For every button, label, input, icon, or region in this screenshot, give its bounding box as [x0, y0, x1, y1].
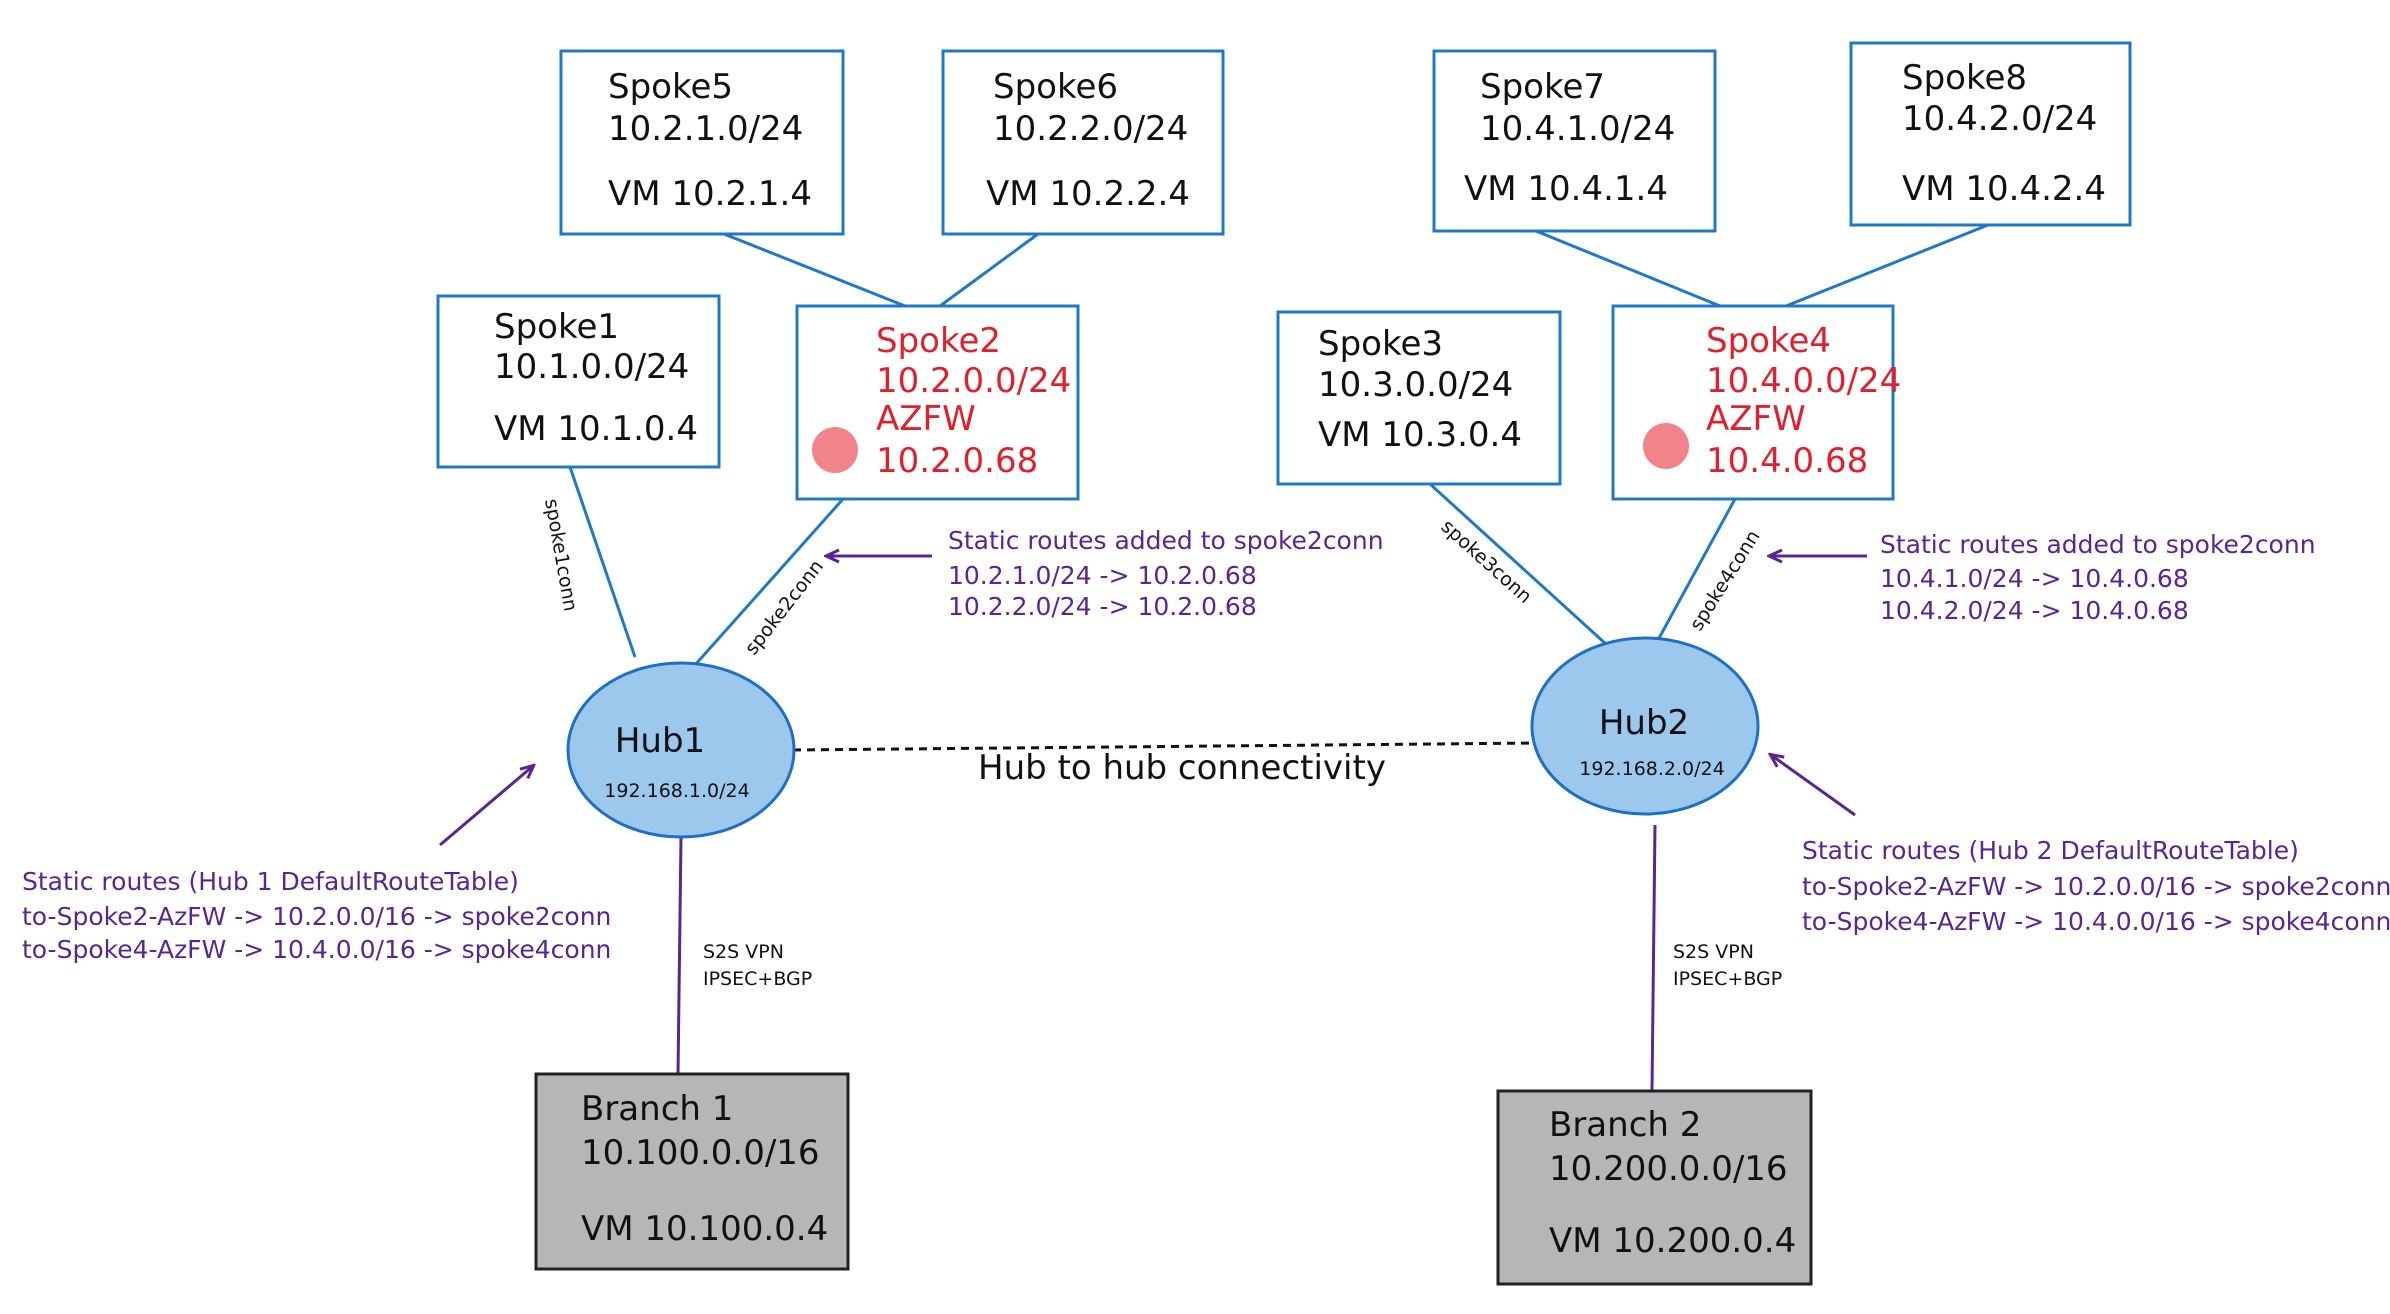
hub-link-label: Hub to hub connectivity: [978, 748, 1386, 788]
hub1-name: Hub1: [615, 721, 705, 761]
hub2-name: Hub2: [1599, 703, 1689, 743]
spoke7-prefix: 10.4.1.0/24: [1480, 109, 1675, 149]
hub2-routes-note: Static routes (Hub 2 DefaultRouteTable) …: [1802, 836, 2390, 936]
spoke2-routes-title: Static routes added to spoke2conn: [948, 526, 1384, 555]
spoke4-name: Spoke4: [1706, 321, 1831, 361]
link-spoke3-hub2: [1428, 482, 1609, 647]
branch2-prefix: 10.200.0.0/16: [1549, 1149, 1788, 1189]
spoke2-routes-note: Static routes added to spoke2conn 10.2.1…: [948, 526, 1384, 621]
hub2-route-1: to-Spoke2-AzFW -> 10.2.0.0/16 -> spoke2c…: [1802, 872, 2390, 901]
spoke5-vm: VM 10.2.1.4: [608, 174, 812, 214]
spoke1-connection-label: spoke1conn: [540, 497, 581, 613]
spoke3-connection-label: spoke3conn: [1437, 515, 1536, 608]
branch2-vm: VM 10.200.0.4: [1549, 1221, 1796, 1261]
branch2-box: Branch 2 10.200.0.0/16 VM 10.200.0.4: [1496, 1089, 1813, 1286]
link-spoke5-spoke2: [723, 232, 906, 308]
spoke2-connection-label: spoke2conn: [741, 556, 828, 659]
spoke4-connection-label: spoke4conn: [1686, 526, 1765, 634]
spoke2-fw-ip: 10.2.0.68: [876, 441, 1038, 481]
hub2-route-2: to-Spoke4-AzFW -> 10.4.0.0/16 -> spoke4c…: [1802, 907, 2390, 936]
link-spoke4-hub2: [1656, 498, 1737, 641]
firewall-marker-icon: [812, 427, 858, 473]
hub1-routes-title: Static routes (Hub 1 DefaultRouteTable): [22, 867, 519, 896]
vpn1-label-line2: IPSEC+BGP: [703, 968, 812, 990]
spoke6-name: Spoke6: [993, 67, 1118, 107]
spoke4-fw-label: AZFW: [1706, 399, 1806, 439]
spoke4-routes-title: Static routes added to spoke2conn: [1880, 530, 2316, 559]
hub1-routes-note: Static routes (Hub 1 DefaultRouteTable) …: [22, 867, 611, 964]
branch1-vm: VM 10.100.0.4: [581, 1209, 828, 1249]
spoke6-prefix: 10.2.2.0/24: [993, 109, 1188, 149]
link-spoke7-spoke4: [1535, 229, 1721, 308]
hub2-routes-title: Static routes (Hub 2 DefaultRouteTable): [1802, 836, 2299, 865]
spoke4-route-1: 10.4.1.0/24 -> 10.4.0.68: [1880, 564, 2189, 593]
hub1-node: Hub1 192.168.1.0/24: [566, 661, 796, 839]
vpn2-label-line2: IPSEC+BGP: [1673, 968, 1782, 990]
spoke8-vm: VM 10.4.2.4: [1902, 169, 2106, 209]
spoke2-route-2: 10.2.2.0/24 -> 10.2.0.68: [948, 592, 1257, 621]
spoke1-box: Spoke1 10.1.0.0/24 VM 10.1.0.4: [436, 294, 721, 469]
spoke4-prefix: 10.4.0.0/24: [1706, 361, 1901, 401]
spoke3-prefix: 10.3.0.0/24: [1318, 365, 1513, 405]
hub2-node: Hub2 192.168.2.0/24: [1530, 636, 1760, 816]
spoke3-vm: VM 10.3.0.4: [1318, 415, 1522, 455]
spoke6-vm: VM 10.2.2.4: [986, 174, 1190, 214]
spoke4-routes-note: Static routes added to spoke2conn 10.4.1…: [1880, 530, 2316, 625]
spoke7-name: Spoke7: [1480, 67, 1605, 107]
spoke3-box: Spoke3 10.3.0.0/24 VM 10.3.0.4: [1276, 310, 1562, 486]
hub1-prefix: 192.168.1.0/24: [604, 780, 749, 802]
vpn1-label-line1: S2S VPN: [703, 941, 784, 963]
vpn-link-hub2-branch2: [1650, 824, 1657, 1091]
spoke4-route-2: 10.4.2.0/24 -> 10.4.0.68: [1880, 596, 2189, 625]
spoke2-name: Spoke2: [876, 321, 1001, 361]
branch1-box: Branch 1 10.100.0.0/16 VM 10.100.0.4: [534, 1072, 850, 1271]
spoke4-fw-ip: 10.4.0.68: [1706, 441, 1868, 481]
spoke8-name: Spoke8: [1902, 58, 2027, 98]
spoke1-name: Spoke1: [494, 307, 619, 347]
spoke5-name: Spoke5: [608, 67, 733, 107]
link-spoke1-hub1: [568, 466, 637, 658]
spoke1-vm: VM 10.1.0.4: [494, 409, 698, 449]
firewall-marker-icon: [1643, 423, 1689, 469]
spoke2-prefix: 10.2.0.0/24: [876, 361, 1071, 401]
branch1-prefix: 10.100.0.0/16: [581, 1133, 820, 1173]
spoke2-route-1: 10.2.1.0/24 -> 10.2.0.68: [948, 561, 1257, 590]
spoke7-vm: VM 10.4.1.4: [1464, 169, 1668, 209]
hub1-routes-arrow: [439, 766, 533, 847]
spoke8-box: Spoke8 10.4.2.0/24 VM 10.4.2.4: [1849, 41, 2132, 227]
spoke2-box: Spoke2 10.2.0.0/24 AZFW 10.2.0.68: [795, 304, 1080, 501]
link-spoke2-hub1: [693, 498, 845, 666]
spoke5-box: Spoke5 10.2.1.0/24 VM 10.2.1.4: [559, 49, 845, 236]
spoke6-box: Spoke6 10.2.2.0/24 VM 10.2.2.4: [941, 49, 1225, 236]
spoke1-prefix: 10.1.0.0/24: [494, 347, 689, 387]
spoke3-name: Spoke3: [1318, 324, 1443, 364]
spoke4-box: Spoke4 10.4.0.0/24 AZFW 10.4.0.68: [1611, 304, 1901, 501]
branch1-name: Branch 1: [581, 1089, 733, 1129]
branch2-name: Branch 2: [1549, 1105, 1701, 1145]
hub1-route-2: to-Spoke4-AzFW -> 10.4.0.0/16 -> spoke4c…: [22, 935, 611, 964]
hub1-route-1: to-Spoke2-AzFW -> 10.2.0.0/16 -> spoke2c…: [22, 902, 611, 931]
spoke5-prefix: 10.2.1.0/24: [608, 109, 803, 149]
vpn2-label-line1: S2S VPN: [1673, 941, 1754, 963]
hub2-prefix: 192.168.2.0/24: [1579, 758, 1724, 780]
link-spoke8-spoke4: [1785, 223, 1989, 308]
vpn-link-hub1-branch1: [676, 836, 683, 1076]
hub2-routes-arrow: [1771, 755, 1856, 817]
hub-to-hub-link: [792, 741, 1539, 752]
spoke7-box: Spoke7 10.4.1.0/24 VM 10.4.1.4: [1432, 49, 1717, 233]
spoke2-fw-label: AZFW: [876, 399, 976, 439]
spoke8-prefix: 10.4.2.0/24: [1902, 99, 2097, 139]
link-spoke6-spoke2: [939, 232, 1039, 308]
